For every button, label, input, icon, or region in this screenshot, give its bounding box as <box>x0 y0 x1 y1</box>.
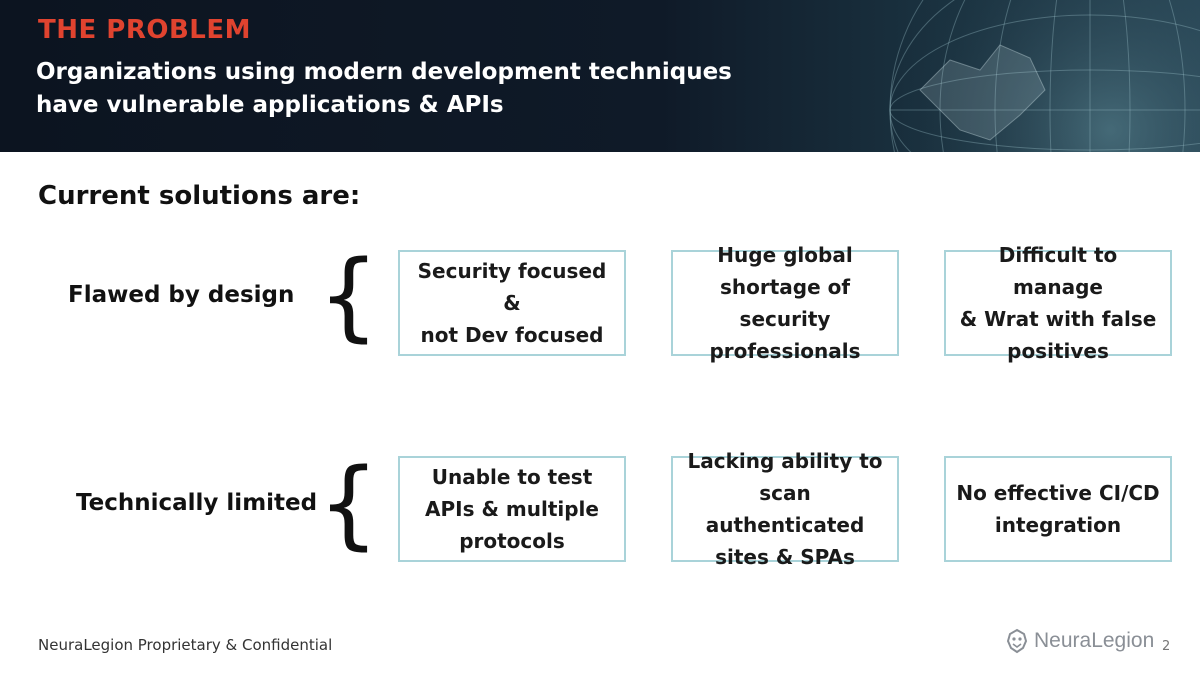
problem-box: Difficult to manage & Wrat with false po… <box>944 243 1172 363</box>
slide-subtitle: Organizations using modern development t… <box>36 59 732 118</box>
problem-box: Huge global shortage of security profess… <box>671 243 899 363</box>
slide-header: THE PROBLEM Organizations using modern d… <box>0 0 1200 152</box>
problem-box: Unable to test APIs & multiple protocols <box>398 456 626 562</box>
page-number: 2 <box>1162 639 1171 654</box>
brace-icon: { <box>318 448 380 560</box>
problem-box: Security focused & not Dev focused <box>398 250 626 356</box>
logo-text: NeuraLegion <box>1034 629 1155 652</box>
globe-graphic <box>889 0 1200 152</box>
lion-logo-icon <box>1006 628 1028 654</box>
row-label-technical: Technically limited <box>76 490 318 516</box>
row-label-flawed: Flawed by design <box>68 282 295 308</box>
brace-icon: { <box>318 240 380 352</box>
section-title: Current solutions are: <box>38 181 361 211</box>
problem-box: Lacking ability to scan authenticated si… <box>671 449 899 569</box>
problem-box: No effective CI/CD integration <box>944 456 1172 562</box>
confidential-notice: NeuraLegion Proprietary & Confidential <box>38 636 333 654</box>
company-logo: NeuraLegion <box>1004 628 1154 654</box>
slide-kicker: THE PROBLEM <box>38 15 252 45</box>
